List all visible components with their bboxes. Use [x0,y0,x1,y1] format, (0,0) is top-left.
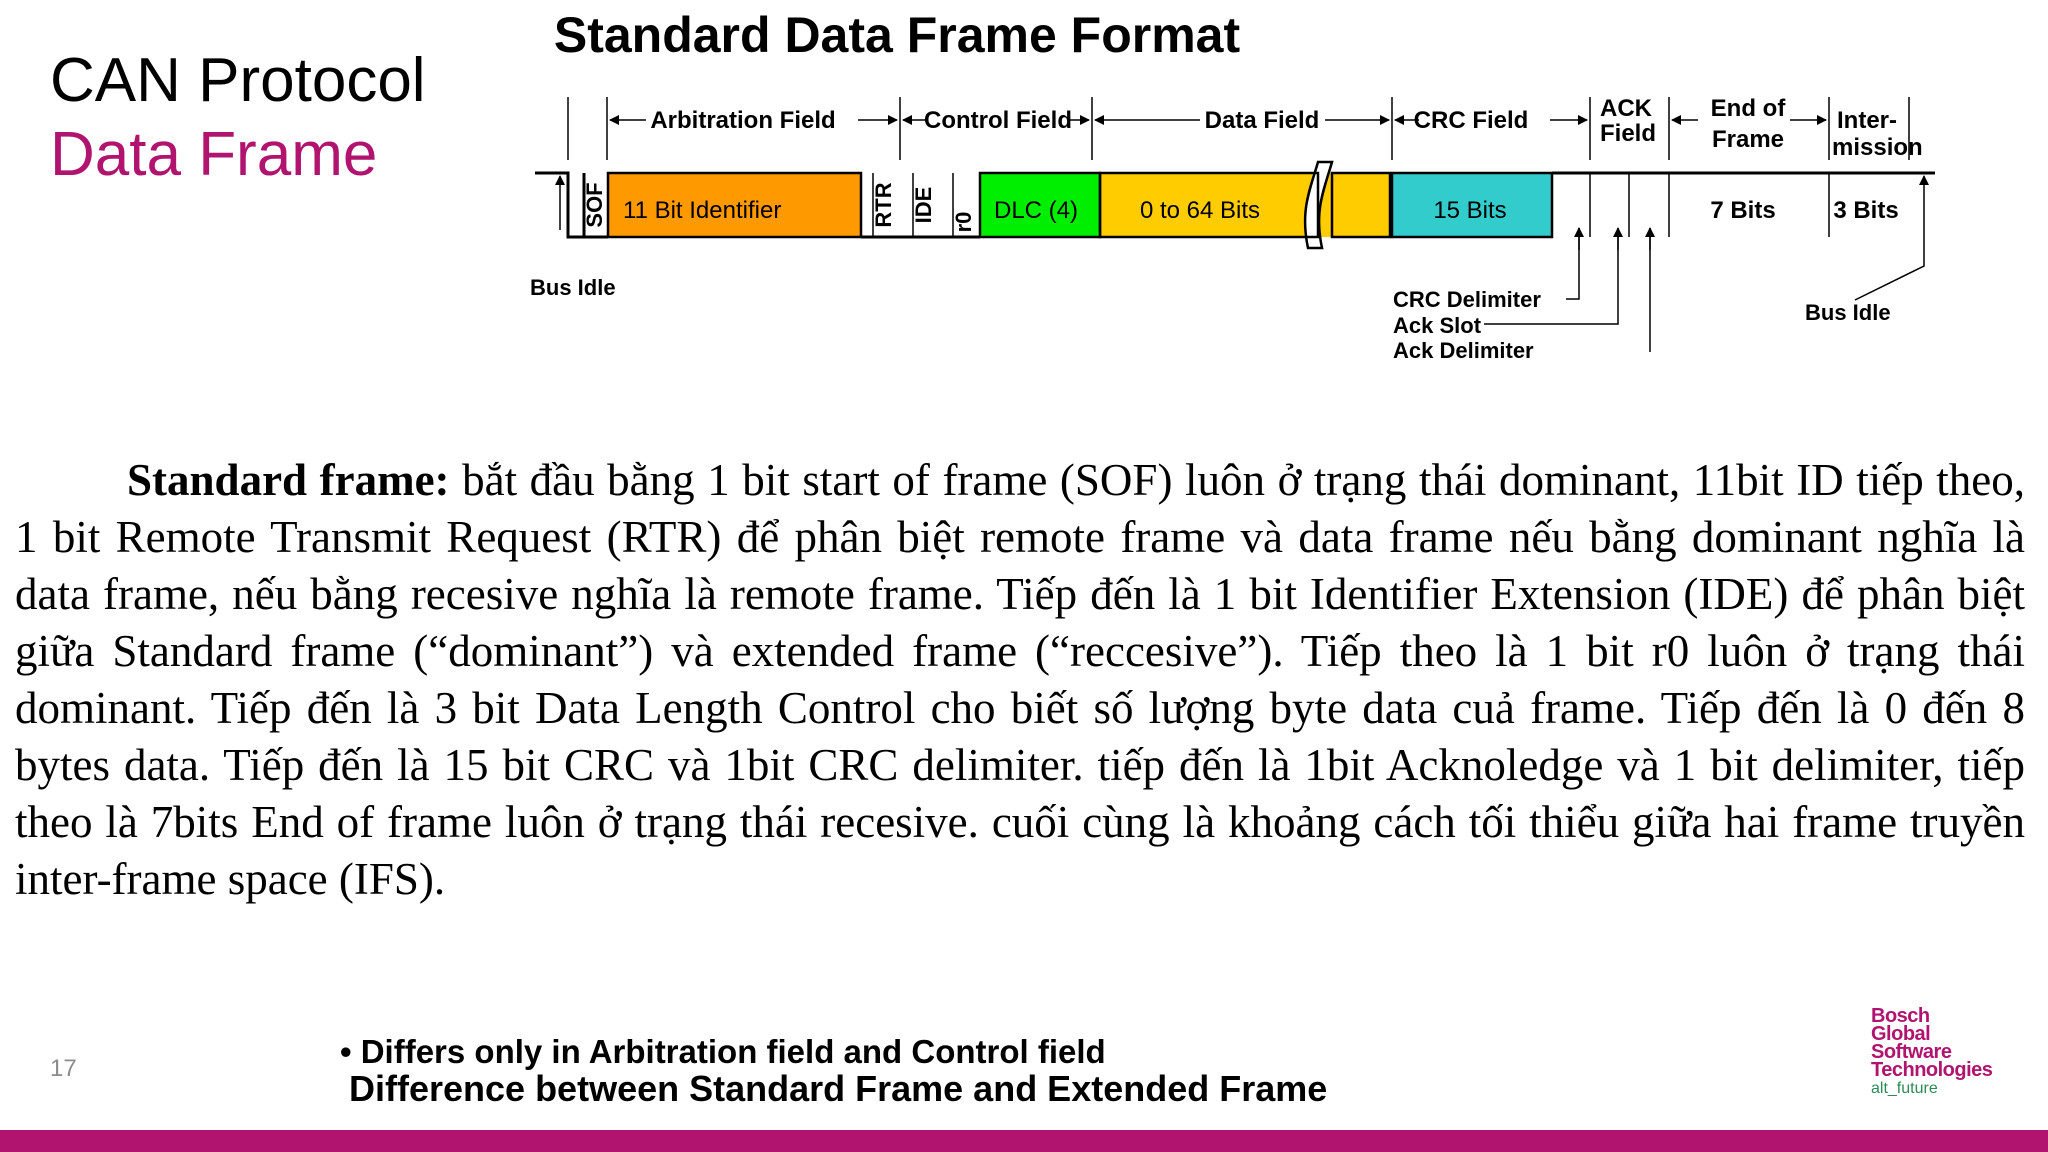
field-boundaries [567,97,1910,160]
r0-label: r0 [951,212,976,233]
ack-slot-label: Ack Slot [1393,313,1482,338]
slide-title: CAN Protocol Data Frame [50,44,426,192]
bosch-logo: Bosch Global Software Technologies alt_f… [1871,1005,1993,1099]
ack-field-label-line2: Field [1600,120,1656,147]
eof-bits-label: 7 Bits [1710,197,1775,224]
logo-line2: Global [1871,1023,1931,1045]
data-block [1100,173,1390,237]
logo-line3: Software [1871,1041,1952,1063]
logo-line4: Technologies [1871,1059,1993,1081]
slide-title-line1: CAN Protocol [50,46,426,115]
body-lead: Standard frame: [127,455,450,505]
footer-bullet: • Differs only in Arbitration field and … [340,1033,1106,1070]
intermission-label-line1: Inter- [1837,107,1897,134]
body-paragraph: Standard frame: bắt đầu bằng 1 bit start… [15,452,2025,908]
diagram-title: Standard Data Frame Format [554,7,1241,63]
eof-label-line1: End of [1711,95,1787,122]
footer-difference: Difference between Standard Frame and Ex… [349,1068,1328,1109]
inter-bits-label: 3 Bits [1833,197,1898,224]
eof-label-line2: Frame [1712,126,1784,153]
control-field-label: Control Field [924,107,1072,134]
rtr-label: RTR [871,182,896,227]
ack-field-label-line1: ACK [1600,95,1653,122]
identifier-label: 11 Bit Identifier [623,197,781,224]
logo-tagline: alt_future [1871,1080,1938,1097]
identifier-block [608,173,861,237]
bottom-bar [0,1130,2048,1152]
intermission-label-line2: mission [1832,134,1923,161]
bus-idle-right-label: Bus Idle [1805,300,1891,325]
bus-idle-left-label: Bus Idle [530,275,616,300]
body-text: bắt đầu bằng 1 bit start of frame (SOF) … [15,455,2026,904]
crc-field-label: CRC Field [1414,107,1529,134]
ide-label: IDE [911,187,936,224]
logo-line1: Bosch [1871,1005,1930,1027]
bus-waveform [535,171,1935,239]
data-field-label: Data Field [1205,107,1320,134]
frame-format-diagram: Standard Data Frame Format Arbitration F… [530,7,1935,363]
arbitration-field-label: Arbitration Field [650,107,835,134]
crc-delimiter-label: CRC Delimiter [1393,287,1541,312]
data-bits-label: 0 to 64 Bits [1140,197,1260,224]
sof-label: SOF [582,182,607,227]
ack-delimiter-label: Ack Delimiter [1393,338,1534,363]
dlc-label: DLC (4) [994,197,1078,224]
crc-block [1392,173,1552,237]
dlc-block [980,173,1100,237]
page-number: 17 [50,1055,77,1082]
crc-bits-label: 15 Bits [1433,197,1506,224]
slide-title-line2: Data Frame [50,120,378,189]
